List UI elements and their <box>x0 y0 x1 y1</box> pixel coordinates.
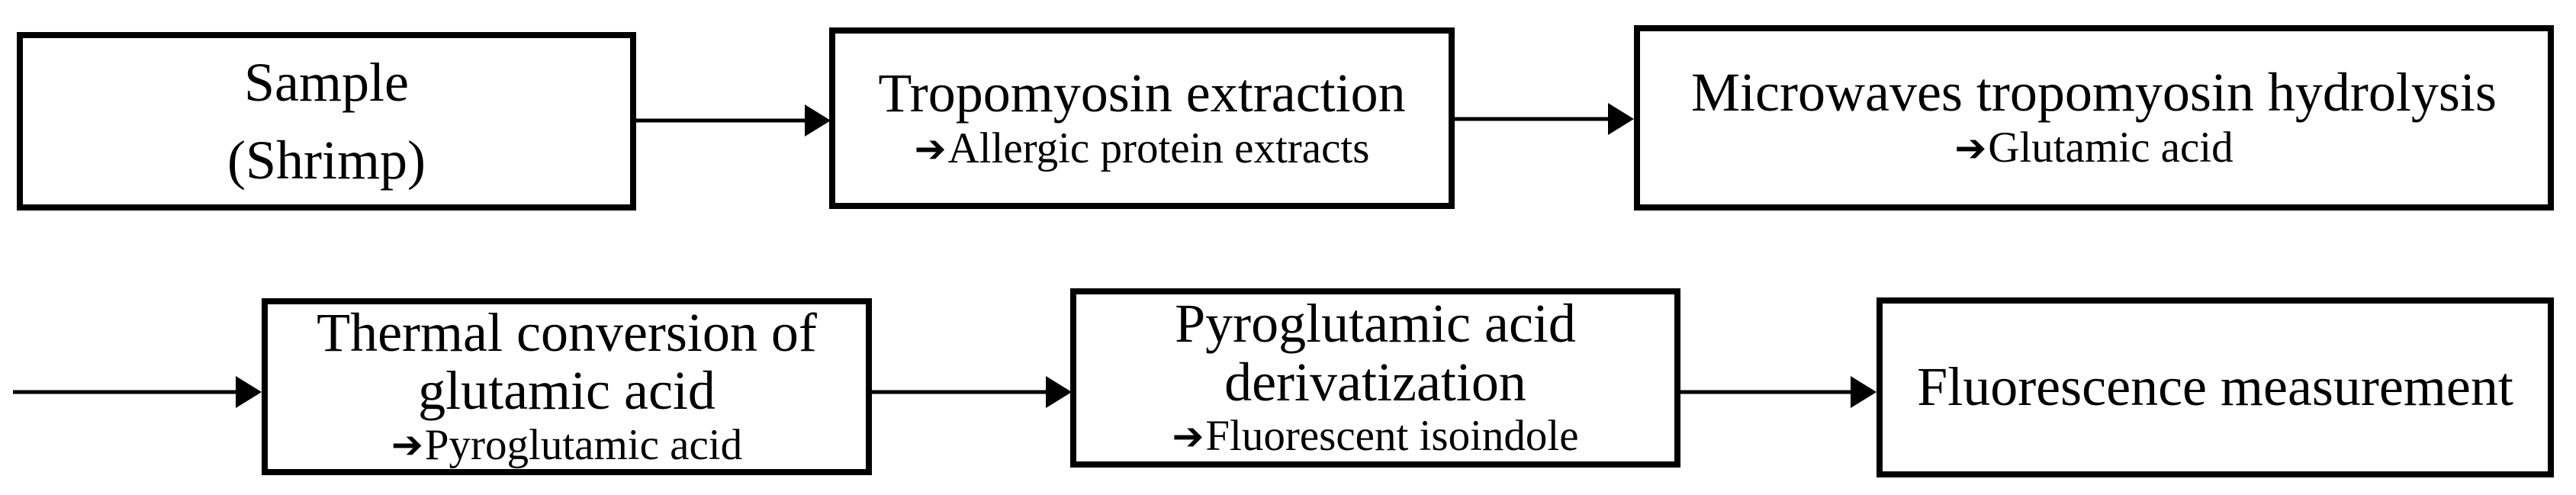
box-derivatization-title-line1: Pyroglutamic acid <box>1175 293 1576 355</box>
box-measurement-title: Fluorescence measurement <box>1917 356 2513 418</box>
flow-arrow-derivatization-to-measurement <box>1680 375 1877 409</box>
arrow-line <box>1453 117 1613 121</box>
box-sample: Sample (Shrimp) <box>17 32 636 211</box>
flow-arrow-into-row2 <box>13 375 262 409</box>
box-pyroglutamic-derivatization: Pyroglutamic acid derivatization ➔ Fluor… <box>1070 288 1680 468</box>
box-derivatization-result-text: Fluorescent isoindole <box>1205 412 1579 461</box>
arrow-head-icon <box>236 376 262 408</box>
arrow-line <box>872 390 1050 394</box>
heavy-right-arrow-icon: ➔ <box>391 423 423 468</box>
box-conversion-title-line2: glutamic acid <box>418 360 716 422</box>
box-conversion-title-line1: Thermal conversion of <box>317 301 817 363</box>
arrow-head-icon <box>1851 376 1877 408</box>
box-extraction-title: Tropomyosin extraction <box>878 62 1406 124</box>
box-microwaves-hydrolysis: Microwaves tropomyosin hydrolysis ➔ Glut… <box>1634 25 2554 211</box>
arrow-head-icon <box>1046 376 1072 408</box>
box-thermal-conversion: Thermal conversion of glutamic acid ➔ Py… <box>262 298 872 475</box>
box-extraction-result-text: Allergic protein extracts <box>947 124 1370 172</box>
arrow-head-icon <box>805 104 831 137</box>
arrow-line <box>1680 390 1855 394</box>
heavy-right-arrow-icon: ➔ <box>914 126 947 171</box>
flow-arrow-sample-to-extraction <box>636 104 831 137</box>
arrow-head-icon <box>1608 103 1634 135</box>
flow-arrow-conversion-to-derivatization <box>872 375 1072 409</box>
heavy-right-arrow-icon: ➔ <box>1172 413 1204 458</box>
box-hydrolysis-result: ➔ Glutamic acid <box>1954 123 2233 173</box>
box-tropomyosin-extraction: Tropomyosin extraction ➔ Allergic protei… <box>829 27 1455 209</box>
box-fluorescence-measurement: Fluorescence measurement <box>1877 297 2554 477</box>
box-derivatization-title-line2: derivatization <box>1224 351 1526 413</box>
arrow-line <box>13 390 240 394</box>
box-hydrolysis-title: Microwaves tropomyosin hydrolysis <box>1691 62 2497 124</box>
box-conversion-result: ➔ Pyroglutamic acid <box>391 420 742 471</box>
box-extraction-result: ➔ Allergic protein extracts <box>915 124 1370 174</box>
arrow-line <box>636 118 809 123</box>
flow-arrow-extraction-to-hydrolysis <box>1453 102 1634 136</box>
box-derivatization-result: ➔ Fluorescent isoindole <box>1172 411 1578 461</box>
box-sample-line1: Sample <box>244 51 409 113</box>
heavy-right-arrow-icon: ➔ <box>1954 126 1987 171</box>
box-sample-line2: (Shrimp) <box>227 130 426 191</box>
box-conversion-result-text: Pyroglutamic acid <box>424 420 743 469</box>
box-hydrolysis-result-text: Glutamic acid <box>1988 124 2233 172</box>
